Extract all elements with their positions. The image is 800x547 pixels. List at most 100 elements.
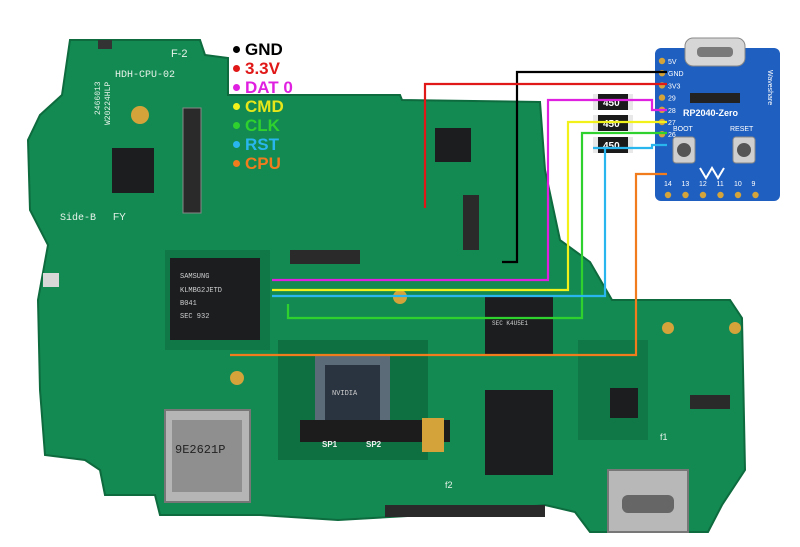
emmc-text-3: B041 xyxy=(180,300,197,308)
f1-label: f1 xyxy=(660,432,668,442)
resistor-1-label: 450 xyxy=(603,98,620,109)
board-side-label: Side-B xyxy=(60,212,96,224)
legend-label-cpu: CPU xyxy=(245,154,281,173)
legend-label-clk: CLK xyxy=(245,116,280,135)
board-rev-label: F-2 xyxy=(171,48,188,60)
resistor-3: 450 xyxy=(593,137,633,153)
resistor-3-label: 450 xyxy=(603,141,620,152)
module-pin-label-14: 14 xyxy=(664,181,672,188)
mount-hole-top xyxy=(131,106,149,124)
module-pin-pad-5v xyxy=(658,57,666,65)
bottom-connector xyxy=(385,505,545,517)
legend-item-cmd: CMD xyxy=(233,97,293,116)
module-pin-label-3v3: 3V3 xyxy=(668,83,681,90)
wire-clk xyxy=(286,131,667,320)
cpu-die xyxy=(325,365,380,425)
sp1-label: SP1 xyxy=(322,440,338,449)
legend-label-dat0: DAT 0 xyxy=(245,78,293,97)
board-code-2: W20224HLP xyxy=(104,82,113,125)
ram-chip-top xyxy=(485,295,553,355)
wire-dat0 xyxy=(272,98,667,282)
module-pin-label-5v: 5V xyxy=(668,59,677,66)
signal-legend: GND 3.3V DAT 0 CMD CLK RST CPU xyxy=(233,40,293,173)
f2-label: f2 xyxy=(445,480,453,490)
resistor-3-cap-left xyxy=(593,137,598,153)
legend-dot-cmd xyxy=(233,103,240,110)
module-pin-label-28: 28 xyxy=(668,108,676,115)
switch-top xyxy=(98,40,112,49)
resistor-3-cap-right xyxy=(628,137,633,153)
wire-gnd xyxy=(502,70,667,264)
usb-c-connector-inner xyxy=(697,47,733,57)
legend-dot-clk xyxy=(233,122,240,129)
module-brand: Waveshare xyxy=(766,70,773,105)
chip-top-left xyxy=(112,148,154,193)
module-pin-pad-14 xyxy=(664,191,672,199)
reset-button-cap xyxy=(737,143,751,157)
legend-item-dat0: DAT 0 xyxy=(233,78,293,97)
legend-item-rst: RST xyxy=(233,135,293,154)
reset-label: RESET xyxy=(730,126,754,133)
module-pin-pad-11 xyxy=(717,191,724,199)
card-slot-inner xyxy=(172,420,242,492)
legend-dot-cpu xyxy=(233,160,240,167)
module-pin-label-26: 26 xyxy=(668,132,676,139)
emmc-text-4: SEC 932 xyxy=(180,313,209,321)
legend-item-gnd: GND xyxy=(233,40,293,59)
module-pin-label-27: 27 xyxy=(668,120,676,127)
module-name: RP2040-Zero xyxy=(683,108,739,118)
cpu-text: NVIDIA xyxy=(332,390,358,398)
black-flex-strip xyxy=(300,420,450,442)
resistor-1-cap-right xyxy=(628,94,633,110)
chip-top-center xyxy=(435,128,471,162)
module-pin-label-12: 12 xyxy=(699,181,707,188)
legend-label-gnd: GND xyxy=(245,40,283,59)
ram-text: SEC K4U5E1 xyxy=(492,320,528,327)
module-pin-label-11: 11 xyxy=(717,181,724,188)
module-pin-label-13: 13 xyxy=(682,181,690,188)
rp2040-chip xyxy=(690,93,740,103)
resistor-1-cap-left xyxy=(593,94,598,110)
legend-item-3v3: 3.3V xyxy=(233,59,293,78)
resistor-1: 450 xyxy=(593,94,633,110)
chip-right xyxy=(610,388,638,418)
emmc-chip xyxy=(170,258,260,340)
module-pin-label-9: 9 xyxy=(752,181,756,188)
emmc-text-2: KLMBG2JETD xyxy=(180,287,222,295)
module-pin-pad-10 xyxy=(734,191,742,199)
side-connector xyxy=(43,273,59,287)
resistor-1-body xyxy=(597,94,629,110)
module-pin-label-10: 10 xyxy=(734,181,742,188)
wire-cmd xyxy=(272,120,667,292)
module-pin-label-gnd: GND xyxy=(668,71,684,78)
boot-label: BOOT xyxy=(673,126,694,133)
module-pin-pad-12 xyxy=(699,191,707,199)
module-pin-pad-29 xyxy=(658,94,666,101)
legend-label-3v3: 3.3V xyxy=(245,59,280,78)
module-pin-pad-9 xyxy=(752,191,759,199)
wire-rst xyxy=(272,143,667,298)
mount-hole-right-2 xyxy=(729,322,741,334)
mount-hole-right xyxy=(662,322,674,334)
resistor-2-label: 450 xyxy=(603,119,620,130)
emmc-text-1: SAMSUNG xyxy=(180,273,209,281)
mount-hole-left xyxy=(230,371,244,385)
waveshare-logo-icon xyxy=(699,166,725,180)
sp2-label: SP2 xyxy=(366,440,382,449)
legend-dot-rst xyxy=(233,141,240,148)
card-slot-label: 9E2621P xyxy=(175,443,225,457)
wire-3v3 xyxy=(423,82,667,208)
board-code-1: 2466013 xyxy=(94,81,103,115)
boot-button-cap xyxy=(677,143,691,157)
ram-chip-bottom xyxy=(485,390,553,475)
board-fy-label: FY xyxy=(113,212,126,223)
gold-pad xyxy=(422,418,444,452)
board-name-label: HDH-CPU-02 xyxy=(115,70,175,81)
legend-item-clk: CLK xyxy=(233,116,293,135)
legend-dot-3v3 xyxy=(233,65,240,72)
legend-dot-dat0 xyxy=(233,84,240,91)
legend-dot-gnd xyxy=(233,46,240,53)
connector-mid xyxy=(463,195,479,250)
